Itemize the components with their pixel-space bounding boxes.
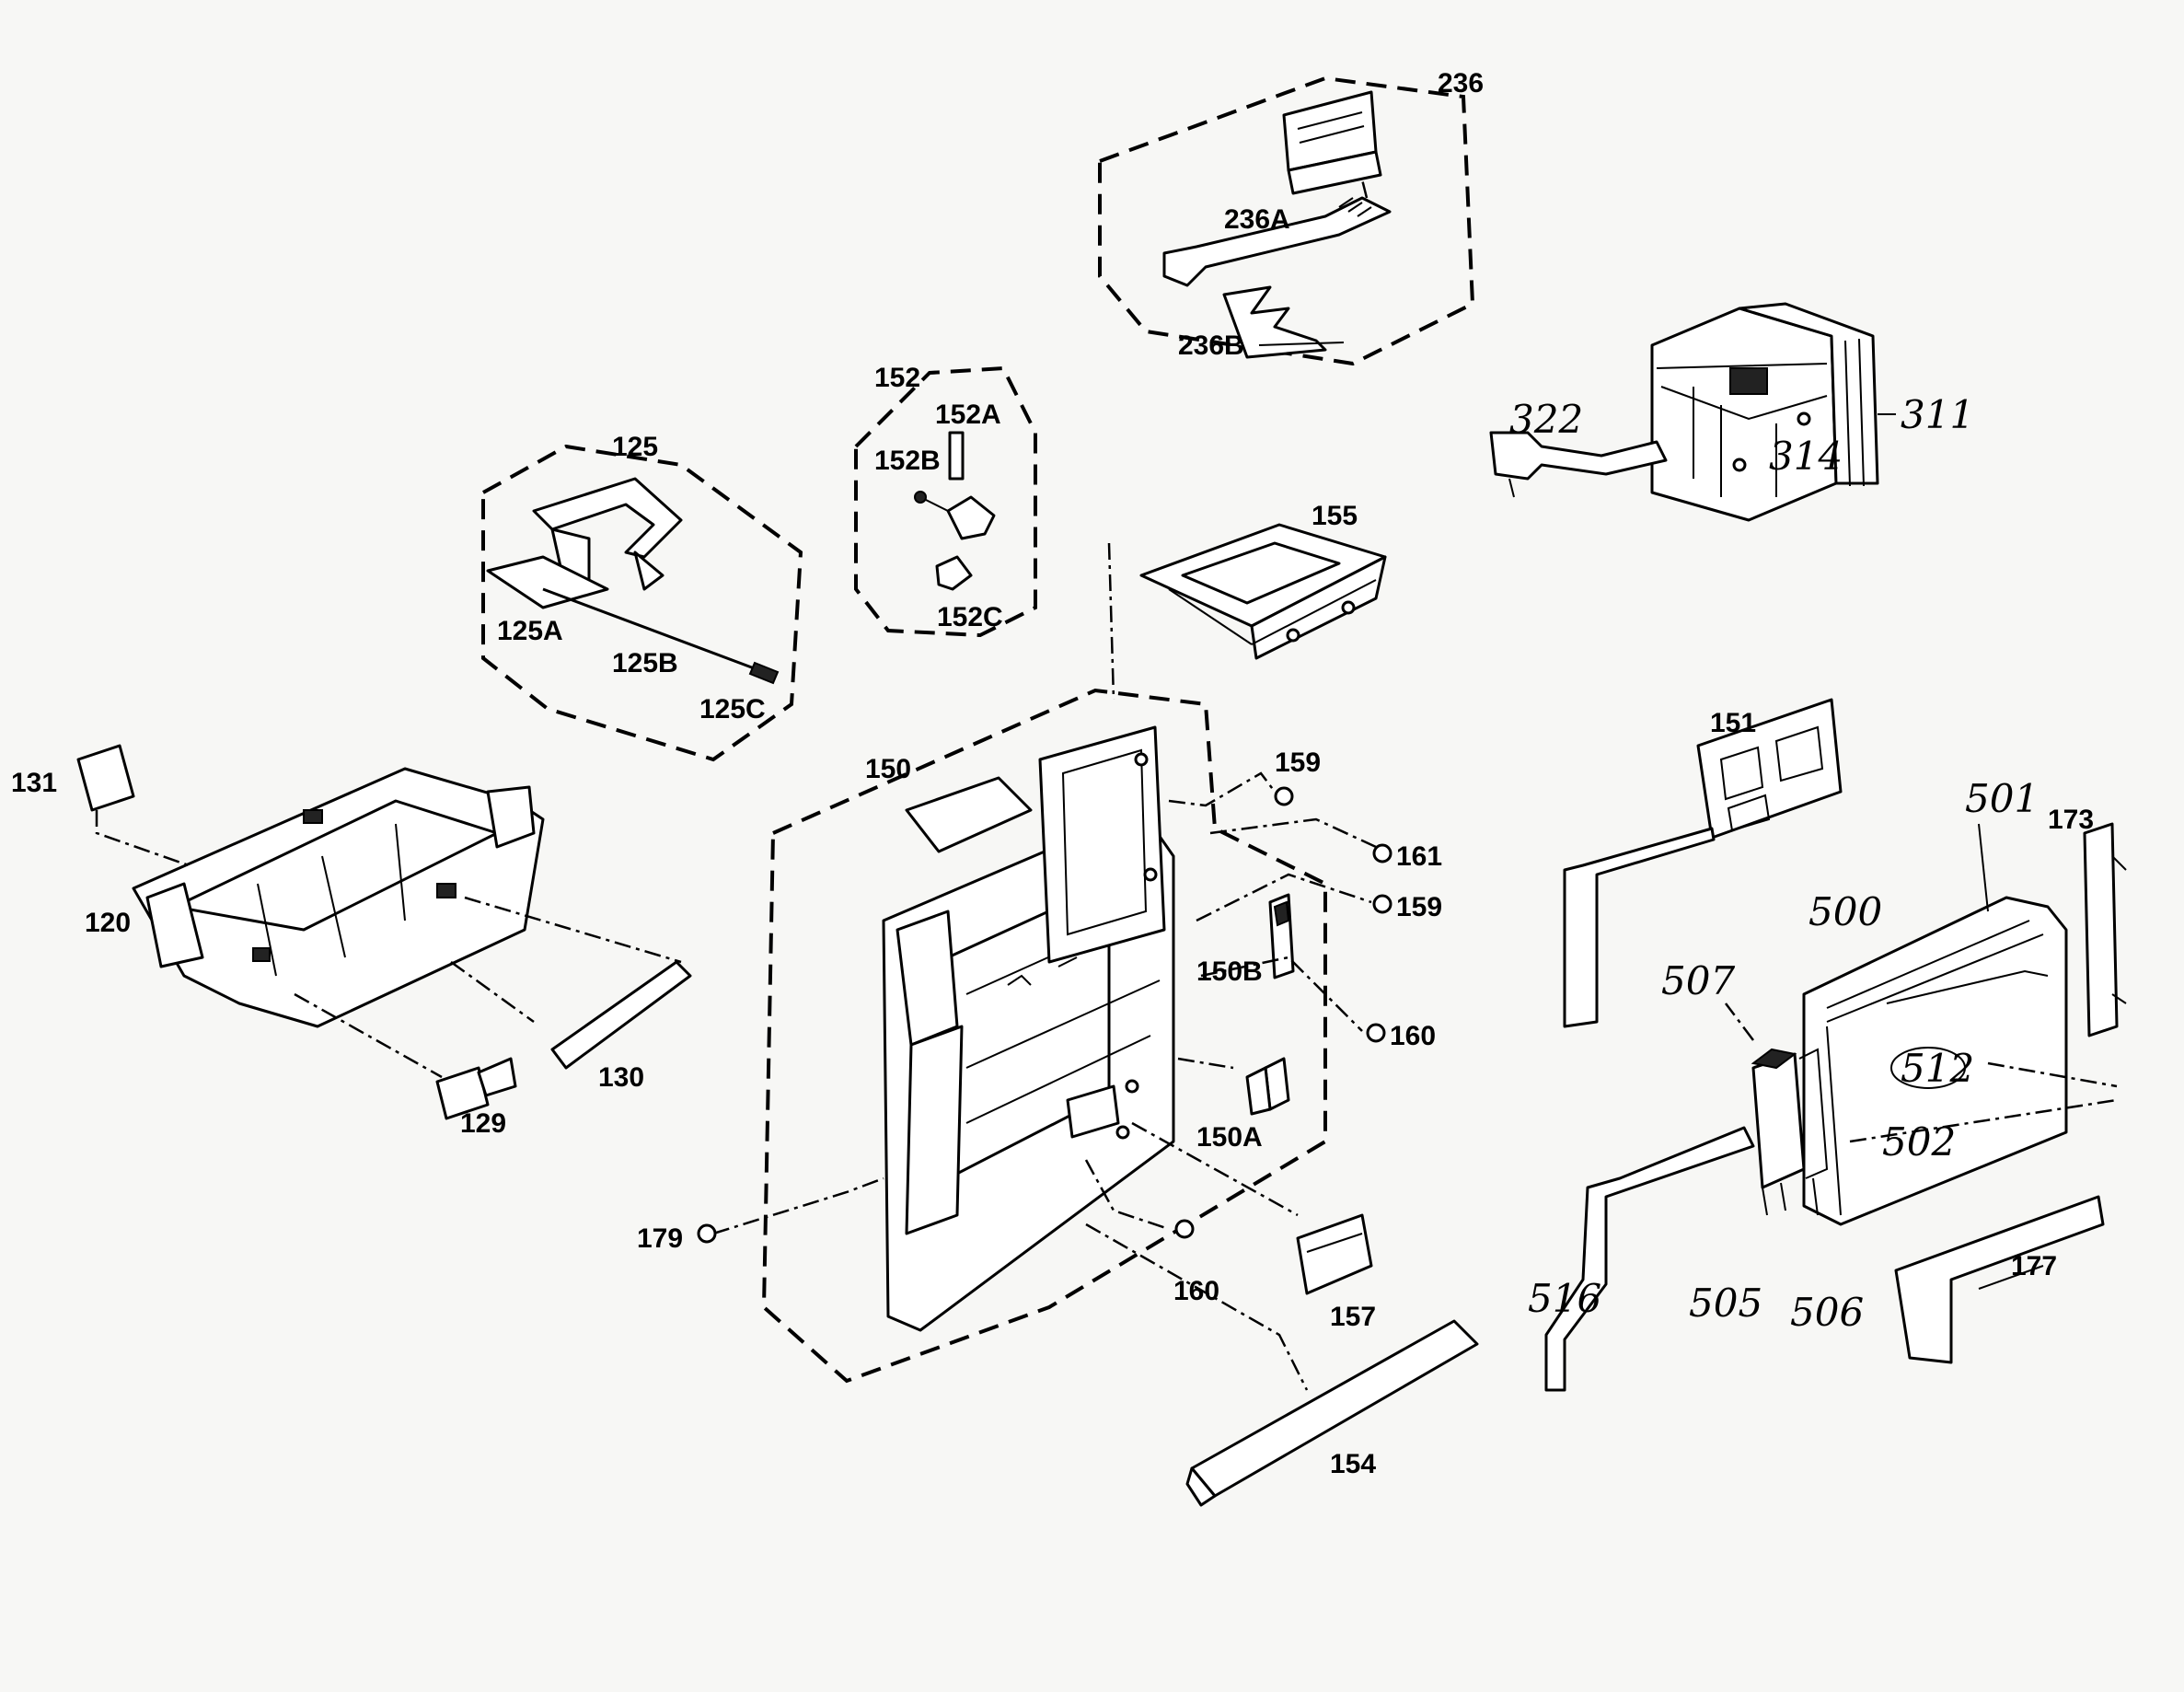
assembly-150 [712,542,1377,1391]
label-160-bottom: 160 [1173,1276,1219,1306]
label-177: 177 [2011,1251,2057,1281]
label-516: 516 [1528,1276,1601,1321]
label-120: 120 [85,908,131,938]
label-150A: 150A [1196,1122,1263,1153]
label-130: 130 [598,1062,644,1093]
assembly-500 [1544,698,2127,1392]
screw-159-top [1274,786,1294,806]
screw-160-right [1366,1023,1386,1043]
tray-155 [1139,523,1387,660]
label-152C: 152C [937,602,1003,632]
label-125B: 125B [612,648,678,678]
label-314: 314 [1769,434,1843,479]
label-502: 502 [1882,1119,1956,1165]
label-236: 236 [1438,68,1484,99]
label-311: 311 [1901,392,1974,437]
label-173: 173 [2048,805,2094,835]
label-236A: 236A [1224,204,1290,235]
label-129: 129 [460,1108,506,1139]
label-150: 150 [865,754,911,784]
label-179: 179 [637,1223,683,1254]
screw-161 [1372,843,1392,863]
label-159-mid: 159 [1396,892,1442,922]
label-131: 131 [11,768,57,798]
label-125C: 125C [699,694,766,724]
label-157: 157 [1330,1302,1376,1332]
screw-160-bottom [1174,1219,1195,1239]
label-125A: 125A [497,616,563,646]
label-161: 161 [1396,841,1442,872]
chassis-120 [76,744,692,1120]
label-152: 152 [874,363,920,393]
assembly-152 [854,365,1037,638]
label-125: 125 [612,432,658,462]
label-159-top: 159 [1275,747,1321,778]
label-501: 501 [1965,776,2039,821]
module-311 [1489,302,1879,522]
label-150B: 150B [1196,956,1263,987]
label-236B: 236B [1178,330,1244,361]
label-154: 154 [1330,1449,1376,1479]
label-512: 512 [1901,1046,1974,1091]
label-160-right: 160 [1390,1021,1436,1051]
label-152A: 152A [935,400,1001,430]
bar-154 [1185,1319,1479,1507]
label-155: 155 [1312,501,1358,531]
label-500: 500 [1808,889,1882,934]
cover-157 [1296,1213,1373,1295]
screw-179 [697,1223,717,1244]
label-507: 507 [1661,958,1735,1003]
label-151: 151 [1710,708,1756,738]
label-506: 506 [1790,1290,1864,1335]
assembly-236 [1098,75,1475,366]
screw-159-mid [1372,894,1392,914]
label-505: 505 [1689,1281,1762,1326]
label-322: 322 [1509,397,1583,442]
assembly-125 [481,444,803,762]
label-152B: 152B [874,446,941,476]
